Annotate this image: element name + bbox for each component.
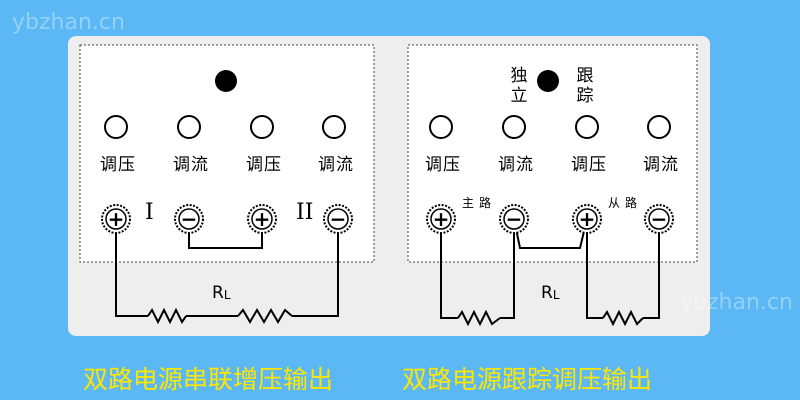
right-knob-label-3: 调压 bbox=[571, 155, 607, 175]
right-knob-label-4: 调流 bbox=[643, 155, 679, 175]
left-load-wire-c bbox=[292, 219, 339, 317]
left-indicator-dot bbox=[215, 70, 237, 92]
right-master-resistor bbox=[457, 309, 501, 327]
left-voltage-knob-1 bbox=[104, 115, 128, 139]
right-master-wire-b bbox=[500, 219, 515, 319]
slave-channel-label: 从路 bbox=[608, 196, 643, 210]
terminal-symbol: + bbox=[433, 207, 450, 231]
right-slave-wire-b bbox=[643, 219, 660, 319]
left-resistor-2 bbox=[237, 308, 293, 324]
channel-1-label: I bbox=[145, 200, 154, 225]
right-master-wire-a bbox=[440, 219, 458, 319]
left-terminal-4: − bbox=[323, 204, 353, 234]
right-caption: 双路电源跟踪调压输出 bbox=[402, 365, 653, 394]
left-terminal-1: + bbox=[101, 204, 131, 234]
terminal-symbol: + bbox=[254, 207, 271, 231]
left-current-knob-1 bbox=[177, 115, 201, 139]
left-terminal-3: + bbox=[247, 204, 277, 234]
terminal-symbol: − bbox=[506, 207, 523, 231]
left-voltage-knob-2 bbox=[250, 115, 274, 139]
terminal-symbol: − bbox=[651, 207, 668, 231]
right-load-label: RL bbox=[541, 283, 560, 303]
left-knob-label-1: 调压 bbox=[100, 155, 136, 175]
watermark-top-left: ybzhan.cn bbox=[12, 10, 125, 35]
terminal-symbol: − bbox=[181, 207, 198, 231]
watermark-bottom-right: ybzhan.cn bbox=[680, 290, 793, 315]
terminal-symbol: − bbox=[330, 207, 347, 231]
right-terminal-4: − bbox=[644, 204, 674, 234]
left-load-wire-a bbox=[115, 219, 148, 317]
master-channel-label: 主路 bbox=[462, 196, 497, 210]
left-resistor-1 bbox=[147, 307, 187, 325]
left-knob-label-3: 调压 bbox=[246, 155, 282, 175]
right-indicator-dot bbox=[537, 70, 559, 92]
channel-2-label: II bbox=[296, 200, 314, 225]
right-slave-wire-a bbox=[586, 219, 603, 319]
left-caption: 双路电源串联增压输出 bbox=[83, 365, 334, 394]
left-terminal-2: − bbox=[174, 204, 204, 234]
left-current-knob-2 bbox=[322, 115, 346, 139]
mode-tracking-label: 跟踪 bbox=[576, 66, 594, 106]
right-knob-label-2: 调流 bbox=[498, 155, 534, 175]
right-terminal-1: + bbox=[426, 204, 456, 234]
right-knob-label-1: 调压 bbox=[425, 155, 461, 175]
terminal-symbol: + bbox=[108, 207, 125, 231]
right-terminal-3: + bbox=[572, 204, 602, 234]
right-terminal-2: − bbox=[499, 204, 529, 234]
right-slave-resistor bbox=[602, 309, 644, 327]
left-load-label: RL bbox=[212, 283, 231, 303]
right-current-knob-2 bbox=[647, 115, 671, 139]
left-knob-label-2: 调流 bbox=[173, 155, 209, 175]
right-voltage-knob-2 bbox=[575, 115, 599, 139]
mode-independent-label: 独立 bbox=[510, 66, 528, 106]
terminal-symbol: + bbox=[579, 207, 596, 231]
right-current-knob-1 bbox=[502, 115, 526, 139]
left-knob-label-4: 调流 bbox=[318, 155, 354, 175]
right-voltage-knob-1 bbox=[429, 115, 453, 139]
